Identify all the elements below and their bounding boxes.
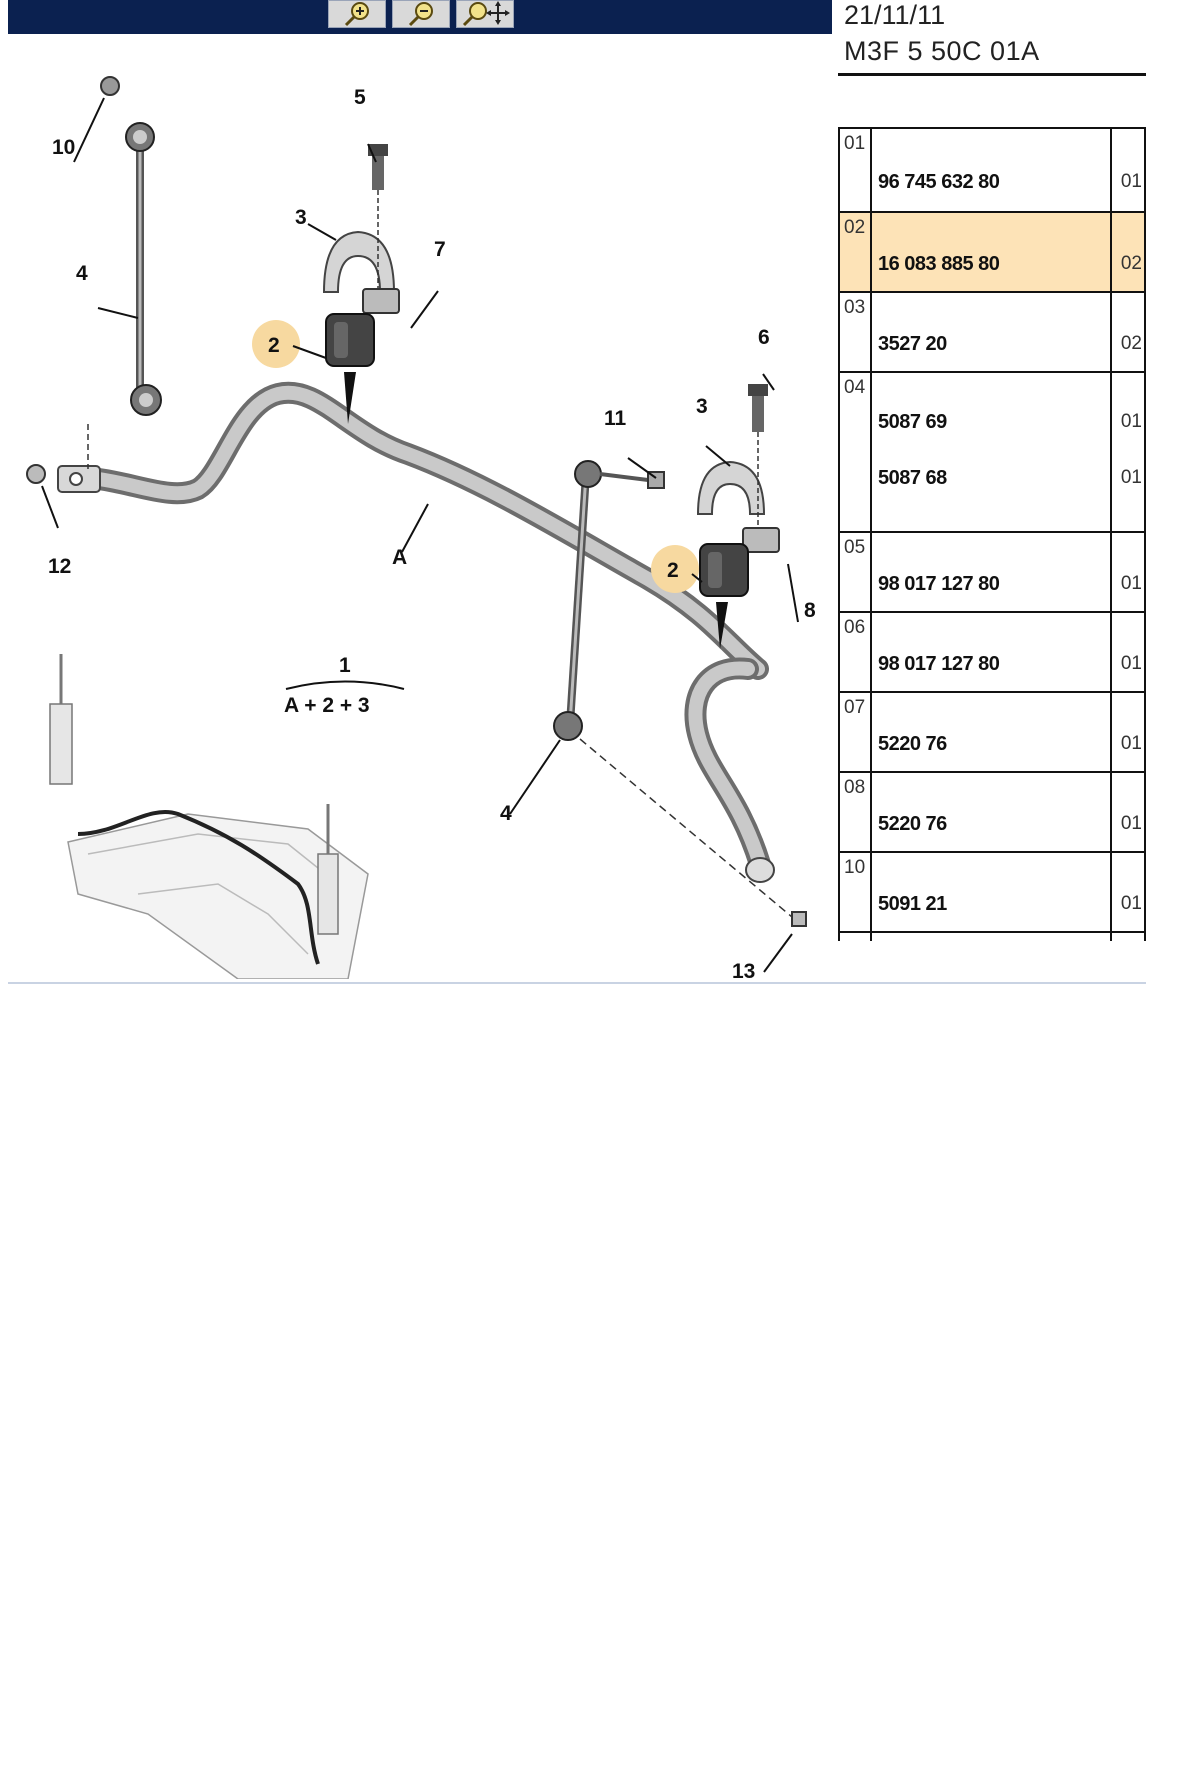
part-quantity: 02 [1120, 333, 1142, 354]
callout-2-left: 2 [268, 334, 280, 357]
part-quantity: 01 [1120, 813, 1142, 834]
part-quantity: 01 [1120, 893, 1142, 914]
parts-row[interactable]: 07 5220 76 01 [840, 691, 1144, 771]
row-index: 02 [840, 213, 872, 291]
row-index: 08 [840, 773, 872, 851]
part-reference[interactable]: 5087 68 [878, 467, 947, 489]
parts-row-partial [840, 931, 1144, 941]
row-index: 01 [840, 129, 872, 211]
bottom-divider [8, 982, 1146, 984]
callout-13: 13 [732, 960, 755, 979]
part-quantity: 01 [1120, 733, 1142, 754]
highlight-marker-2-left [252, 320, 300, 368]
parts-row[interactable]: 05 98 017 127 80 01 [840, 531, 1144, 611]
qty-column [1110, 213, 1144, 291]
panel-divider [838, 73, 1146, 76]
qty-column [1110, 773, 1144, 851]
row-index: 05 [840, 533, 872, 611]
left-clamp-assembly [322, 144, 400, 424]
zoom-in-button[interactable] [328, 0, 386, 28]
qty-column [1110, 129, 1144, 211]
qty-column [1110, 373, 1144, 531]
chassis-overview-sketch [49, 654, 369, 979]
callout-6: 6 [758, 326, 770, 349]
parts-row[interactable]: 10 5091 21 01 [840, 851, 1144, 931]
zoom-out-icon [408, 2, 433, 27]
callout-10: 10 [52, 136, 75, 159]
part-quantity: 01 [1120, 171, 1142, 192]
part-reference[interactable]: 5087 69 [878, 411, 947, 433]
row-index: 04 [840, 373, 872, 531]
parts-row[interactable]: 08 5220 76 01 [840, 771, 1144, 851]
callout-4-left: 4 [76, 262, 88, 285]
part-reference[interactable]: 16 083 885 80 [878, 253, 1000, 275]
zoom-out-button[interactable] [392, 0, 450, 28]
stabilizer-bar [57, 381, 775, 883]
part-reference[interactable]: 5220 76 [878, 733, 947, 755]
callout-8: 8 [804, 599, 816, 622]
callout-11: 11 [604, 407, 627, 430]
pan-zoom-icon [462, 1, 510, 27]
highlight-marker-2-right [651, 545, 699, 593]
part-quantity: 01 [1120, 467, 1142, 488]
row-index [840, 933, 872, 941]
parts-row[interactable]: 03 3527 20 02 [840, 291, 1144, 371]
leader-lines [41, 97, 799, 973]
part-reference[interactable]: 5091 21 [878, 893, 947, 915]
callout-1: 1 [339, 654, 351, 677]
parts-row[interactable]: 06 98 017 127 80 01 [840, 611, 1144, 691]
part-reference[interactable]: 5220 76 [878, 813, 947, 835]
callout-A: A [392, 546, 407, 569]
qty-column [1110, 853, 1144, 931]
callout-2-right: 2 [667, 559, 679, 582]
part-reference[interactable]: 3527 20 [878, 333, 947, 355]
left-link-rod [26, 76, 162, 484]
part-reference[interactable]: 98 017 127 80 [878, 653, 1000, 675]
callout-4-right: 4 [500, 802, 512, 825]
part-quantity: 02 [1120, 253, 1142, 274]
parts-row[interactable]: 02 16 083 885 80 02 [840, 211, 1144, 291]
callout-3-left: 3 [295, 206, 307, 229]
right-link-rod [553, 460, 807, 927]
part-reference[interactable]: 98 017 127 80 [878, 573, 1000, 595]
qty-column [1110, 693, 1144, 771]
row-index: 06 [840, 613, 872, 691]
parts-diagram: 10 5 3 7 4 2 6 11 3 12 A 2 8 1 A + 2 + 3… [26, 76, 816, 979]
diagram-toolbar [8, 0, 832, 34]
part-reference[interactable]: 96 745 632 80 [878, 171, 1000, 193]
row-index: 07 [840, 693, 872, 771]
part-quantity: 01 [1120, 573, 1142, 594]
qty-column [1110, 533, 1144, 611]
panel-code: M3F 5 50C 01A [844, 36, 1040, 66]
panel-date: 21/11/11 [844, 0, 946, 30]
callout-3-right: 3 [696, 395, 708, 418]
assembly-formula: A + 2 + 3 [284, 694, 370, 717]
qty-column [1110, 933, 1144, 941]
part-quantity: 01 [1120, 411, 1142, 432]
zoom-in-icon [344, 2, 369, 27]
row-index: 03 [840, 293, 872, 371]
parts-row[interactable]: 04 5087 69 01 5087 68 01 [840, 371, 1144, 531]
callout-5: 5 [354, 86, 366, 109]
qty-column [1110, 293, 1144, 371]
part-quantity: 01 [1120, 653, 1142, 674]
right-clamp-assembly [696, 384, 780, 649]
row-index: 10 [840, 853, 872, 931]
qty-column [1110, 613, 1144, 691]
callout-12: 12 [48, 555, 71, 578]
parts-row[interactable]: 01 96 745 632 80 01 [840, 127, 1144, 211]
pan-zoom-button[interactable] [456, 0, 514, 28]
callout-7: 7 [434, 238, 446, 261]
